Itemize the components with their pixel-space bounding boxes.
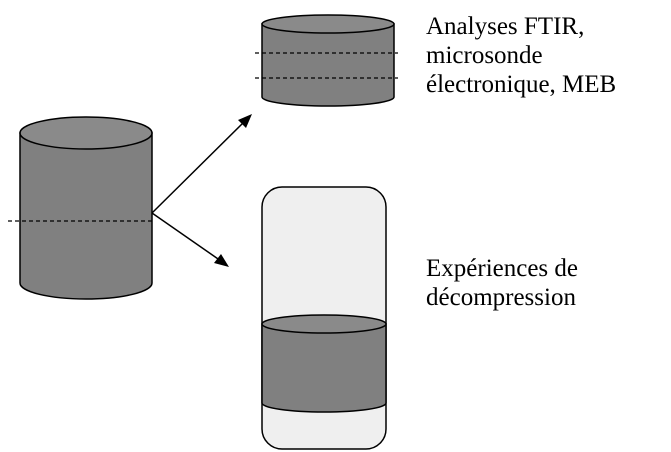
decompression-label-line-2: décompression [426, 284, 576, 311]
arrow-down-head [214, 254, 229, 267]
source-cylinder [8, 116, 153, 300]
analysis-slice-top [261, 14, 395, 34]
decompression-label-line-1: Expériences de [426, 255, 579, 282]
analysis-label: Analyses FTIR, microsonde électronique, … [426, 12, 616, 99]
split-arrows [151, 114, 252, 267]
capsule-sample-body [261, 323, 387, 413]
arrow-up-line [151, 121, 245, 214]
analysis-label-line-3: électronique, MEB [426, 71, 617, 98]
source-cylinder-top [19, 116, 153, 150]
analysis-label-line-1: Analyses FTIR, [426, 13, 585, 40]
arrow-down-line [151, 212, 222, 262]
capsule-sample-top [261, 314, 387, 334]
decompression-label: Expériences de décompression [426, 254, 578, 312]
arrow-up-head [238, 114, 252, 128]
decompression-capsule [261, 186, 387, 450]
analysis-slice [255, 14, 398, 107]
analysis-slice-body [261, 23, 395, 107]
analysis-label-line-2: microsonde [426, 42, 543, 69]
source-cylinder-body [19, 132, 153, 300]
